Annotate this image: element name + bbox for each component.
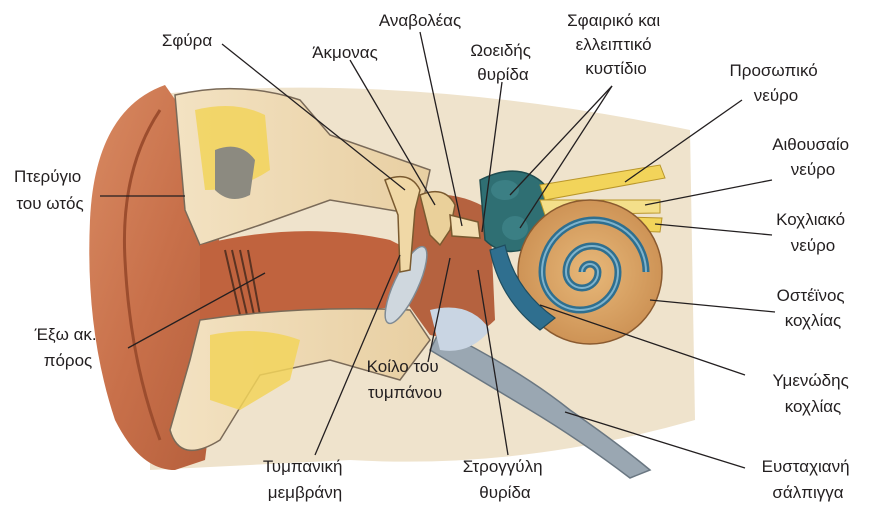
label-tympanic-membrane: Τυμπανική μεμβράνη [263, 457, 347, 502]
label-ear-canal: Έξω ακ. πόρος [34, 325, 102, 370]
label-pinna: Πτερύγιο του ωτός [14, 167, 86, 213]
label-membranous-cochlea: Υμενώδης κοχλίας [772, 371, 853, 416]
label-eustachian-tube: Ευσταχιανή σάλπιγγα [762, 457, 855, 502]
label-stapes: Αναβολέας [379, 11, 461, 30]
label-cochlear-nerve: Κοχλιακό νεύρο [776, 210, 850, 255]
saccule-shape [502, 216, 528, 240]
label-malleus: Σφύρα [162, 31, 212, 50]
label-facial-nerve: Προσωπικό νεύρο [730, 61, 823, 105]
label-saccule-utricle: Σφαιρικό και ελλειπτικό κυστίδιο [567, 11, 665, 78]
label-round-window: Στρογγύλη θυρίδα [463, 457, 548, 502]
label-oval-window: Ωοειδής θυρίδα [470, 41, 535, 84]
label-incus: Άκμονας [312, 43, 378, 62]
label-vestibular-nerve: Αιθουσαίο νεύρο [772, 135, 854, 179]
upper-bone-grey-patch [215, 147, 255, 199]
label-bony-cochlea: Οστέϊνος κοχλίας [777, 286, 850, 330]
